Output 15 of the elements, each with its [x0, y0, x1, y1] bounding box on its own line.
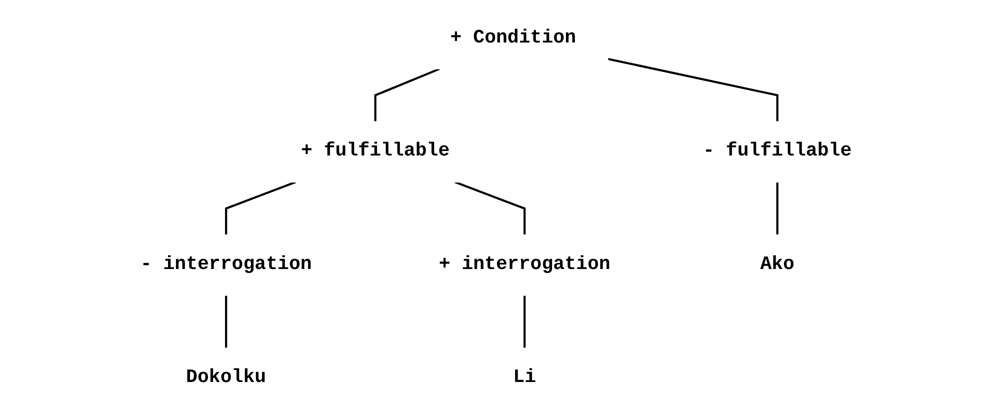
connector: [524, 295, 526, 348]
node-text: + fulfillable: [301, 140, 450, 162]
connector: [776, 182, 778, 235]
connector: [454, 181, 526, 235]
node-text: Dokolku: [186, 367, 266, 388]
connector: [225, 295, 228, 348]
connector: [374, 68, 440, 122]
node-text: - interrogation: [140, 254, 312, 276]
node-text: + interrogation: [438, 254, 610, 276]
node-text: + Condition: [450, 28, 576, 49]
node-text: - fulfillable: [703, 140, 852, 162]
connector: [608, 58, 778, 122]
node-text: Ako: [760, 254, 794, 276]
node-text: Li: [513, 367, 536, 388]
connector: [225, 181, 296, 235]
